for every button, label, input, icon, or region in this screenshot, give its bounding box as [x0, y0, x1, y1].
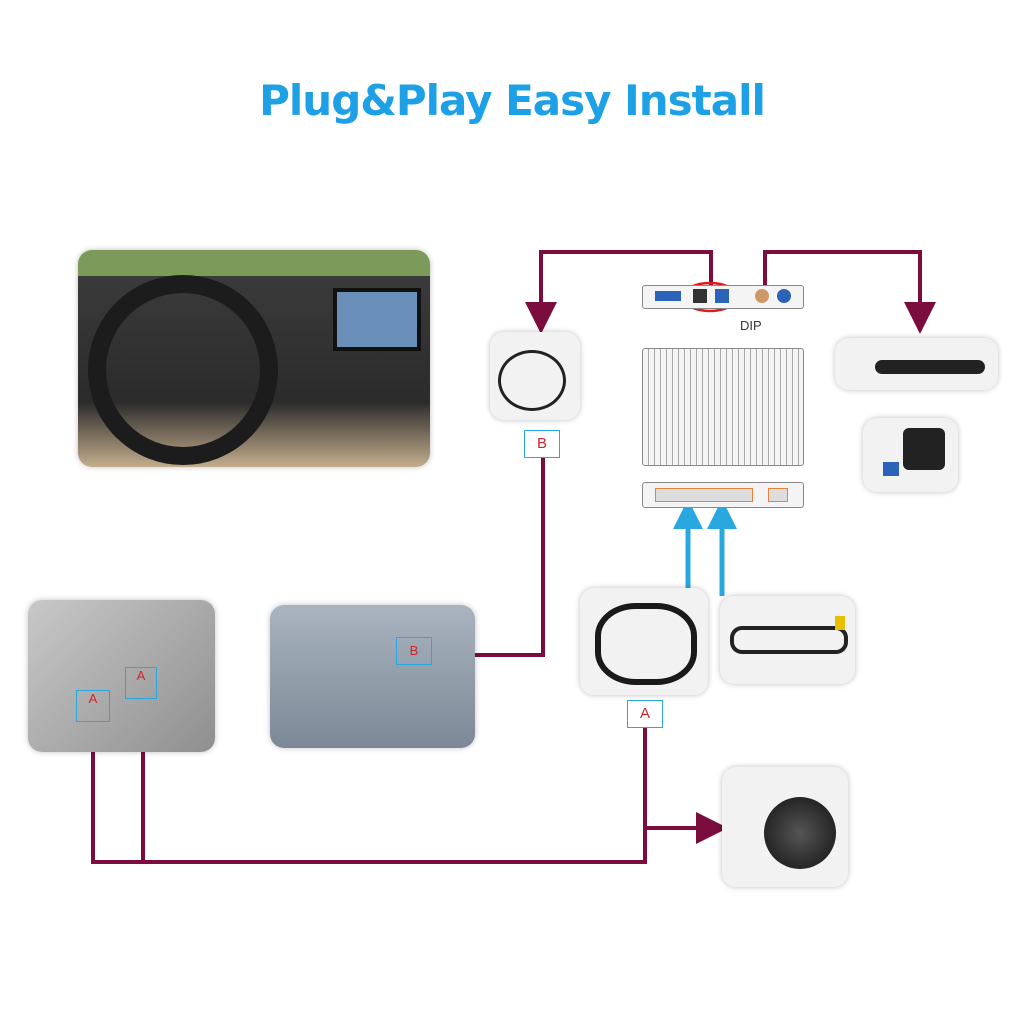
av-cable-photo [720, 596, 855, 684]
label-b-small: B [396, 637, 432, 665]
antenna-cable-photo [490, 332, 580, 420]
antenna-port [755, 289, 769, 303]
antenna-port [693, 289, 707, 303]
dip-switch [655, 291, 681, 301]
device-body [642, 348, 804, 466]
antenna-port [777, 289, 791, 303]
line-a-to-harness [77, 712, 647, 864]
navigation-screen [333, 288, 421, 351]
line-to-antenna-cable [525, 250, 713, 334]
label-a-small-2: A [125, 667, 157, 699]
antenna-port [715, 289, 729, 303]
label-b: B [524, 430, 560, 458]
radio-back-harness-photo: A A [28, 600, 215, 752]
label-a-small-1: A [76, 690, 110, 722]
page-title: Plug&Play Easy Install [259, 76, 766, 125]
label-a: A [627, 700, 663, 728]
microphone-photo [722, 767, 848, 887]
radio-unit-photo: B [270, 605, 475, 748]
steering-wheel [88, 275, 278, 465]
dip-label: DIP [740, 318, 762, 333]
device-bottom-panel [642, 482, 804, 508]
device-top-panel [642, 285, 804, 309]
harness-cable-photo [580, 588, 708, 695]
line-to-wifi-antenna [763, 250, 936, 334]
dashboard-photo [78, 250, 430, 467]
gps-antenna-photo [863, 418, 958, 492]
wifi-antenna-photo [835, 338, 998, 390]
